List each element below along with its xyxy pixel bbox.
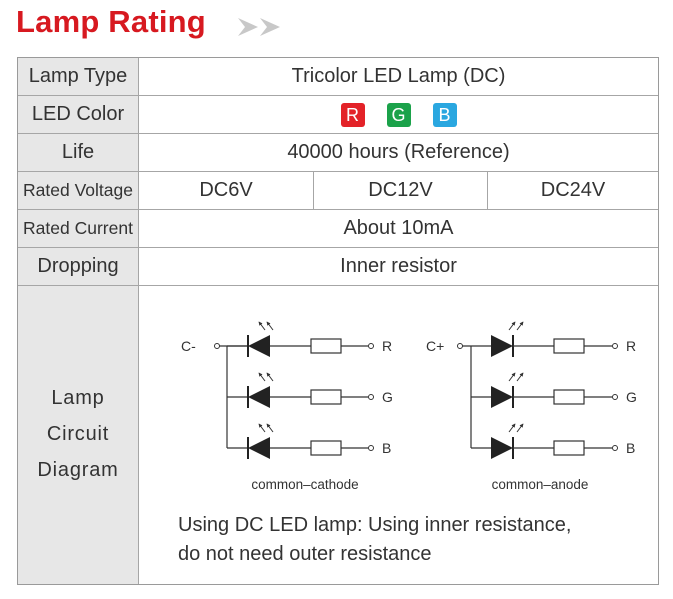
row-divider <box>18 95 658 96</box>
cathode-led-r <box>227 321 374 357</box>
red-badge: R <box>340 102 365 127</box>
common-anode-circuit: C+ <box>426 321 637 492</box>
circuit-diagram-label-2: Circuit <box>46 423 110 445</box>
row-divider <box>18 209 658 210</box>
rated-current-label: Rated Current <box>23 218 133 238</box>
row-divider <box>18 285 658 286</box>
anode-output-b: B <box>626 440 635 456</box>
rated-current-value: About 10mA <box>343 217 454 239</box>
cathode-led-b <box>227 423 374 459</box>
row-divider <box>18 133 658 134</box>
circuit-note-line-1: Using DC LED lamp: Using inner resistanc… <box>178 514 572 536</box>
label-column <box>18 58 138 584</box>
anode-caption: common–anode <box>492 477 589 492</box>
anode-led-b <box>471 423 618 459</box>
page-title: Lamp Rating <box>16 4 206 39</box>
anode-led-g <box>471 372 618 408</box>
column-divider <box>138 58 139 584</box>
voltage-value-12v: DC12V <box>368 179 433 201</box>
green-badge: G <box>386 102 411 127</box>
anode-output-r: R <box>626 338 636 354</box>
voltage-divider <box>487 171 488 209</box>
cathode-output-b: B <box>382 440 391 456</box>
lamp-rating-table: Lamp Type Tricolor LED Lamp (DC) LED Col… <box>17 57 659 585</box>
circuit-note-line-2: do not need outer resistance <box>178 543 432 565</box>
led-color-value: R G B <box>139 96 658 133</box>
double-chevron-icon <box>238 18 280 36</box>
rated-voltage-label: Rated Voltage <box>23 180 133 200</box>
cathode-common-label: C- <box>181 338 196 354</box>
blue-badge: B <box>432 102 457 127</box>
cathode-output-g: G <box>382 389 393 405</box>
voltage-value-6v: DC6V <box>199 179 253 201</box>
circuit-diagrams: C- <box>181 321 637 492</box>
voltage-divider <box>313 171 314 209</box>
dropping-label: Dropping <box>37 255 119 277</box>
anode-common-label: C+ <box>426 338 444 354</box>
common-cathode-circuit: C- <box>181 321 393 492</box>
lamp-type-value: Tricolor LED Lamp (DC) <box>291 65 506 87</box>
life-label: Life <box>61 141 95 163</box>
cathode-caption: common–cathode <box>251 477 358 492</box>
cathode-output-r: R <box>382 338 392 354</box>
life-value: 40000 hours (Reference) <box>287 141 510 163</box>
circuit-diagram-label-3: Diagram <box>37 459 119 481</box>
row-divider <box>18 247 658 248</box>
anode-led-r <box>491 321 618 357</box>
circuit-diagram-label-1: Lamp <box>51 387 105 409</box>
dropping-value: Inner resistor <box>340 255 457 277</box>
voltage-value-24v: DC24V <box>540 179 606 201</box>
lamp-type-label: Lamp Type <box>28 65 128 87</box>
led-color-label: LED Color <box>31 103 125 125</box>
anode-output-g: G <box>626 389 637 405</box>
row-divider <box>18 171 658 172</box>
cathode-led-g <box>227 372 374 408</box>
